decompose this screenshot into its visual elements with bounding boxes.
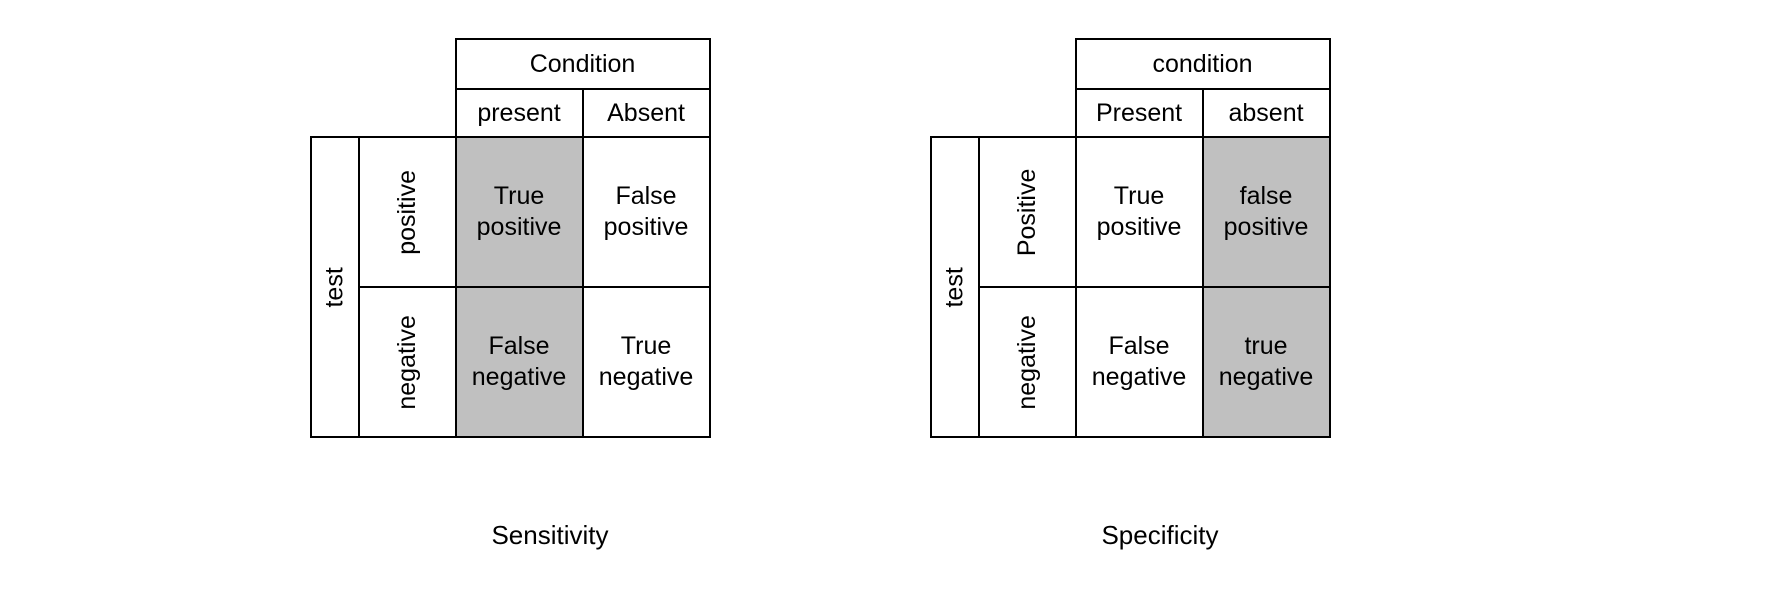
matrix-row-negative: negative False negative true negative [931, 286, 1331, 438]
spacer-cell [979, 89, 1076, 137]
row-header-positive: positive [358, 136, 457, 288]
cell-true-positive: True positive [1074, 136, 1204, 288]
column-header-absent: absent [1201, 88, 1331, 138]
cell-line2: negative [471, 363, 567, 391]
row-header-positive-label: positive [392, 169, 421, 255]
matrix-row-supheader: Condition [311, 38, 711, 90]
row-group-header-test: test [310, 136, 360, 438]
spacer-cell [979, 39, 1076, 89]
row-group-header-test: test [930, 136, 980, 438]
cell-line1: True [493, 182, 545, 211]
panel-sensitivity: Condition present Absent test positive [130, 0, 890, 591]
cell-line1: False [488, 332, 550, 361]
cell-line1: True [620, 332, 672, 361]
cell-line2: positive [476, 213, 562, 241]
cell-line1: False [615, 182, 677, 211]
spacer-cell [359, 39, 456, 89]
row-header-negative-label: negative [1012, 314, 1041, 410]
cell-true-positive: True positive [454, 136, 584, 288]
cell-line2: positive [603, 213, 689, 241]
matrix-row-colheaders: Present absent [931, 88, 1331, 138]
cell-line2: positive [1096, 213, 1182, 241]
column-header-present: Present [1074, 88, 1204, 138]
matrix-row-colheaders: present Absent [311, 88, 711, 138]
spacer-cell [931, 89, 979, 137]
cell-false-negative: False negative [454, 286, 584, 438]
confusion-matrix-sensitivity: Condition present Absent test positive [310, 38, 711, 438]
cell-false-positive: false positive [1201, 136, 1331, 288]
spacer-cell [931, 39, 979, 89]
row-group-header-label: test [320, 266, 349, 308]
row-header-positive: Positive [978, 136, 1077, 288]
spacer-cell [311, 39, 359, 89]
matrix-row-positive: test positive True positive False positi… [310, 136, 711, 438]
row-header-positive-label: Positive [1012, 168, 1041, 256]
cell-true-negative: True negative [581, 286, 711, 438]
matrix-row-negative: negative False negative True negative [311, 286, 711, 438]
column-header-present: present [454, 88, 584, 138]
row-header-negative: negative [978, 286, 1077, 438]
cell-line1: false [1239, 182, 1293, 211]
column-header-absent: Absent [581, 88, 711, 138]
cell-true-negative: true negative [1201, 286, 1331, 438]
spacer-cell [359, 89, 456, 137]
column-group-header: condition [1074, 38, 1331, 90]
confusion-matrix-specificity: condition Present absent test Positive [930, 38, 1331, 438]
caption-sensitivity: Sensitivity [491, 520, 609, 550]
row-group-header-label: test [940, 266, 969, 308]
cell-line1: False [1108, 332, 1170, 361]
cell-line2: negative [1218, 363, 1314, 391]
row-header-negative-label: negative [392, 314, 421, 410]
spacer-cell [311, 89, 359, 137]
cell-line2: negative [598, 363, 694, 391]
matrix-row-positive: test Positive True positive false positi… [930, 136, 1331, 438]
cell-line1: true [1244, 332, 1288, 361]
cell-false-positive: False positive [581, 136, 711, 288]
matrix-row-supheader: condition [931, 38, 1331, 90]
column-group-header: Condition [454, 38, 711, 90]
cell-line2: negative [1091, 363, 1187, 391]
cell-line2: positive [1223, 213, 1309, 241]
panel-specificity: condition Present absent test Positive [750, 0, 1510, 591]
caption-specificity: Specificity [1101, 520, 1219, 550]
cell-false-negative: False negative [1074, 286, 1204, 438]
row-header-negative: negative [358, 286, 457, 438]
cell-line1: True [1113, 182, 1165, 211]
